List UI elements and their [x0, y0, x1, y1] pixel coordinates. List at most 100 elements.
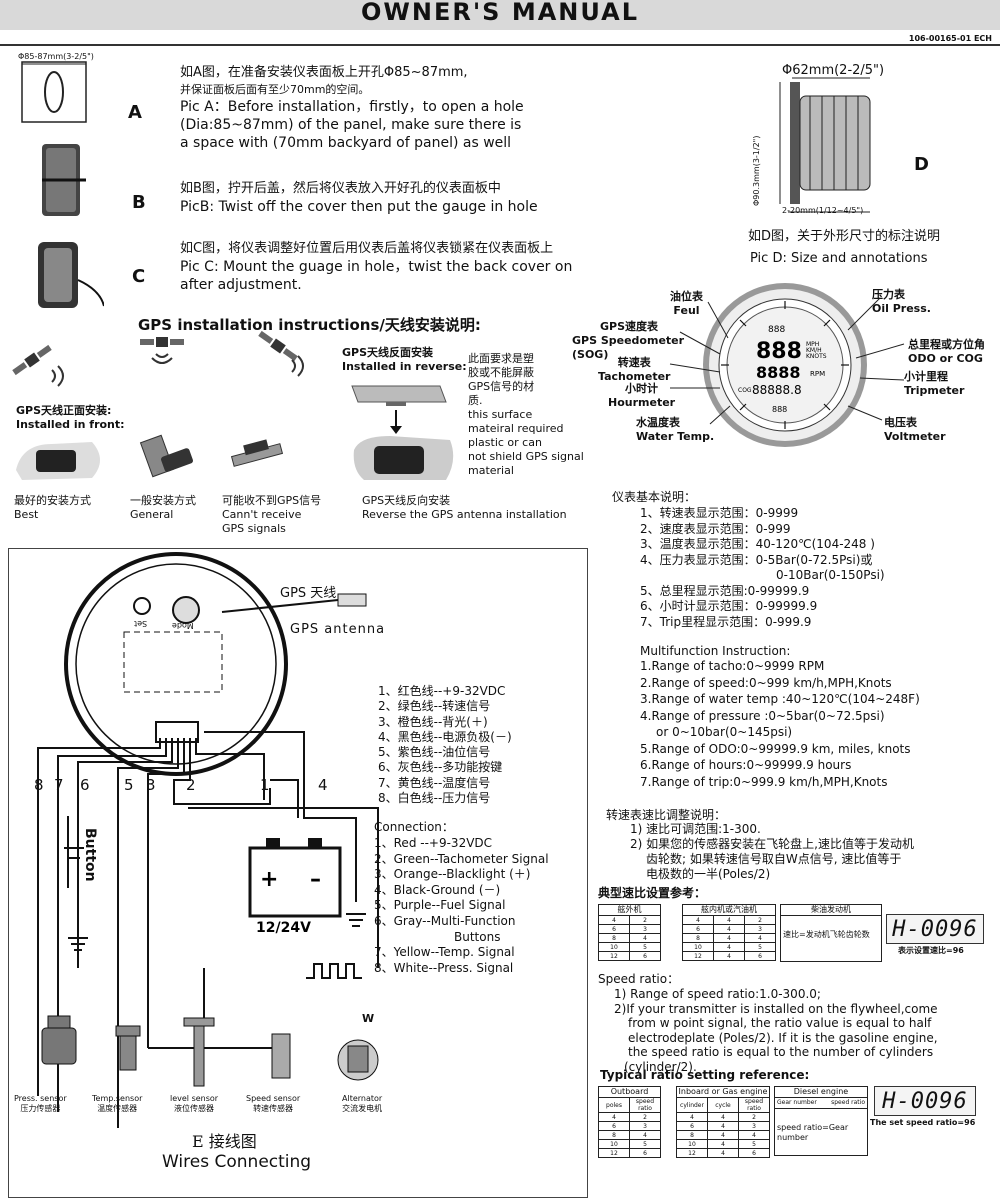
specs-cn-title: 仪表基本说明： — [612, 490, 697, 504]
mode-button-label: Mode — [172, 621, 194, 630]
set-button-label: Set — [134, 619, 148, 628]
gps-reverse-illustration — [351, 385, 454, 480]
wire-num-7: 7 — [54, 776, 64, 794]
ratio-cn-display: H-0096 — [886, 914, 984, 944]
ratio-cn-title: 转速表速比调整说明： — [606, 808, 727, 822]
picd-caption-en: Pic D: Size and annotations — [750, 251, 928, 266]
wire-num-2: 2 — [186, 776, 196, 794]
alternator-w-label: W — [362, 1012, 375, 1025]
step-c-text: 如C图，将仪表调整好位置后用仪表后盖将仪表锁紧在仪表面板上 Pic C: Mou… — [180, 241, 573, 293]
step-letter-a: A — [128, 102, 142, 123]
step-a-text: 如A图，在准备安装仪表面板上开孔Φ85~87mm, 并保证面板后面有至少70mm… — [180, 65, 524, 151]
press-sensor-illustration — [41, 1015, 77, 1065]
wire-num-3: 3 — [146, 776, 156, 794]
lcd-small-top: 888 — [768, 325, 785, 335]
ratio-cn-table-title: 典型速比设置参考： — [598, 886, 707, 900]
wire-num-4: 4 — [318, 776, 328, 794]
lcd-rpm: RPM — [810, 370, 825, 378]
gps-front-label: GPS天线正面安装:Installed in front: — [16, 404, 125, 431]
ratio-cn-list: 1) 速比可调范围:1-300.2) 如果您的传感器安装在飞轮盘上,速比值等于发… — [630, 822, 914, 881]
ratio-cn-table-diesel: 柴油发动机 速比=发动机飞轮齿轮数 — [780, 904, 882, 962]
manual-title: OWNER'S MANUAL — [361, 0, 639, 26]
lcd-knots: KNOTS — [806, 353, 827, 360]
svg-text:–: – — [310, 867, 321, 892]
picd-diameter-label: Φ90.3mm(3-1/2") — [752, 135, 761, 206]
level-sensor-illustration — [183, 1017, 215, 1087]
picd-side-view — [779, 77, 871, 213]
ratio-en-title: Speed ratio： — [598, 972, 680, 986]
connection-title: Connection： — [374, 820, 454, 834]
speed-sensor-illustration — [271, 1033, 291, 1079]
header-bar — [0, 0, 1000, 30]
step-b-text: 如B图，拧开后盖，然后将仪表放入开好孔的仪表面板中 PicB: Twist of… — [180, 181, 538, 215]
ratio-en-display-caption: The set speed ratio=96 — [870, 1118, 976, 1127]
satellite-icon — [258, 330, 298, 362]
hole-dimension: Φ85-87mm(3-2/5") — [18, 52, 94, 61]
picd-width-label: Φ62mm(2-2/5") — [782, 63, 885, 78]
picd-letter: D — [914, 154, 929, 175]
wire-num-6: 6 — [80, 776, 90, 794]
ratio-cn-display-caption: 表示设置速比=96 — [898, 946, 964, 955]
install-illustrations — [21, 61, 104, 308]
alternator-illustration — [337, 1039, 379, 1081]
satellite-icons — [12, 330, 304, 387]
ratio-en-table-title: Typical ratio setting reference: — [600, 1068, 810, 1082]
lcd-mph: MPH — [806, 341, 819, 348]
wiring-diagram: + – 12/24V — [37, 552, 379, 1128]
ratio-en-list: 1) Range of speed ratio:1.0-300.0;2)If y… — [614, 987, 938, 1074]
document-code: 106-00165-01 ECH — [908, 34, 992, 43]
gps-antenna-label-en: GPS antenna — [290, 622, 386, 637]
battery-label: 12/24V — [256, 920, 311, 936]
wiring-caption-en: Wires Connecting — [162, 1152, 312, 1172]
lcd-speed: 888 — [756, 339, 802, 364]
satellite-icon — [12, 344, 52, 376]
gauge-leader-lines — [669, 297, 905, 425]
wire-num-8: 8 — [34, 776, 44, 794]
step-letter-b: B — [132, 192, 146, 213]
header-rule — [0, 44, 1000, 46]
lcd-odo: 88888.8 — [752, 383, 802, 397]
wire-num-5: 5 — [124, 776, 134, 794]
button-label: Button — [82, 828, 98, 882]
satellite-icon — [140, 337, 184, 347]
